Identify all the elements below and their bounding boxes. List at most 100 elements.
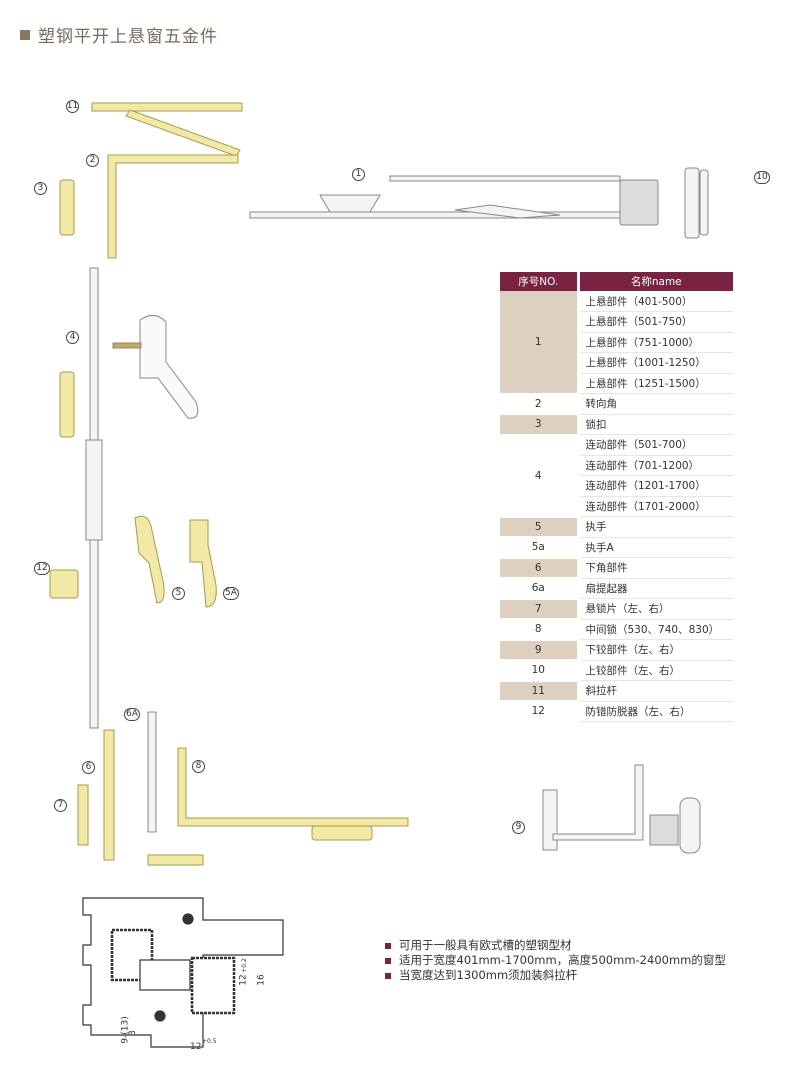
callout-2: 2 bbox=[86, 154, 99, 167]
part-name: 上悬部件（1251-1500） bbox=[578, 373, 733, 394]
part-name: 连动部件（701-1200） bbox=[578, 455, 733, 476]
top-hung-part bbox=[389, 175, 621, 182]
part-number: 5 bbox=[500, 516, 580, 538]
part-number: 10 bbox=[500, 660, 580, 682]
table-row: 连动部件（1201-1700） bbox=[500, 475, 733, 497]
page-title: 塑钢平开上悬窗五金件 bbox=[20, 22, 218, 47]
part-name: 防错防脱器（左、右） bbox=[578, 701, 733, 722]
table-row: 连动部件（1701-2000） bbox=[500, 496, 733, 517]
window-handle bbox=[139, 315, 199, 419]
part-name: 上悬部件（401-500） bbox=[578, 291, 733, 312]
part-name: 扇提起器 bbox=[578, 578, 733, 599]
part-number: 8 bbox=[500, 619, 580, 641]
part-name: 下角部件 bbox=[578, 557, 733, 579]
callout-5a: 5A bbox=[223, 587, 239, 600]
part-number: 11 bbox=[500, 680, 580, 702]
part-name: 上悬部件（1001-1250） bbox=[578, 352, 733, 374]
part-number: 7 bbox=[500, 598, 580, 620]
part-name: 悬锁片（左、右） bbox=[578, 598, 733, 620]
callout-4: 4 bbox=[66, 331, 79, 344]
feature-list: 可用于一般具有欧式槽的塑钢型材 适用于宽度401mm-1700mm，高度500m… bbox=[385, 938, 726, 983]
top-hinge bbox=[684, 167, 700, 239]
dimension-3: 3 bbox=[127, 1030, 138, 1036]
dimension-16: 16 bbox=[256, 974, 267, 986]
part-name: 上悬部件（751-1000） bbox=[578, 332, 733, 353]
part-name: 下铰部件（左、右） bbox=[578, 639, 733, 661]
feature-item: 可用于一般具有欧式槽的塑钢型材 bbox=[385, 938, 726, 953]
part-name: 执手 bbox=[578, 516, 733, 538]
part-name: 锁扣 bbox=[578, 414, 733, 435]
bullet-icon bbox=[385, 957, 391, 964]
table-row: 连动部件（701-1200） bbox=[500, 455, 733, 476]
profile-cross-section bbox=[82, 897, 284, 1048]
title-square-icon bbox=[20, 29, 30, 40]
corner-drive bbox=[107, 154, 239, 259]
part-number: 12 bbox=[500, 701, 580, 723]
part-name: 连动部件（1701-2000） bbox=[578, 496, 733, 517]
part-number: 1 bbox=[500, 291, 580, 395]
part-number: 3 bbox=[500, 414, 580, 436]
bottom-corner bbox=[103, 729, 115, 861]
callout-6a: 6A bbox=[124, 708, 140, 721]
part-number: 4 bbox=[500, 434, 580, 518]
callout-3: 3 bbox=[34, 182, 47, 195]
diagonal-stay-rod bbox=[91, 102, 243, 112]
callout-12: 12 bbox=[34, 562, 50, 575]
sash-lifter bbox=[147, 711, 157, 833]
table-row: 上悬部件（751-1000） bbox=[500, 332, 733, 353]
handle-5 bbox=[134, 515, 165, 604]
part-name: 转向角 bbox=[578, 393, 733, 415]
middle-lock bbox=[177, 747, 409, 827]
callout-7: 7 bbox=[54, 799, 67, 812]
callout-11: 11 bbox=[66, 100, 79, 113]
part-number: 2 bbox=[500, 393, 580, 415]
dimension-12-bottom: 12 bbox=[190, 1042, 202, 1052]
hanging-lock-plate bbox=[77, 784, 89, 846]
callout-10: 10 bbox=[754, 171, 770, 184]
table-row: 上悬部件（501-750） bbox=[500, 311, 733, 333]
handle-5a bbox=[189, 519, 217, 608]
part-number: 5a bbox=[500, 537, 580, 559]
part-number: 6 bbox=[500, 557, 580, 579]
table-row: 上悬部件（1251-1500） bbox=[500, 373, 733, 394]
feature-item: 适用于宽度401mm-1700mm，高度500mm-2400mm的窗型 bbox=[385, 953, 726, 968]
part-name: 连动部件（1201-1700） bbox=[578, 475, 733, 497]
header-no: 序号NO. bbox=[500, 272, 580, 291]
dimension-tolerance-12: +0.2 bbox=[240, 958, 248, 973]
anti-misoperation bbox=[49, 569, 79, 599]
part-name: 上铰部件（左、右） bbox=[578, 660, 733, 681]
callout-5: 5 bbox=[172, 587, 185, 600]
callout-8: 8 bbox=[192, 760, 205, 773]
bullet-icon bbox=[385, 972, 391, 979]
bullet-icon bbox=[385, 942, 391, 949]
bottom-hinge bbox=[542, 789, 558, 851]
part-name: 斜拉杆 bbox=[578, 680, 733, 702]
dimension-12: 12 bbox=[238, 974, 249, 986]
part-name: 上悬部件（501-750） bbox=[578, 311, 733, 333]
callout-6: 6 bbox=[82, 761, 95, 774]
feature-item: 当宽度达到1300mm须加装斜拉杆 bbox=[385, 968, 726, 983]
callout-1: 1 bbox=[352, 168, 365, 181]
keeper bbox=[59, 179, 75, 236]
part-name: 执手A bbox=[578, 537, 733, 558]
dimension-tolerance: +0.5 bbox=[202, 1038, 217, 1045]
part-name: 连动部件（501-700） bbox=[578, 434, 733, 456]
callout-9: 9 bbox=[512, 821, 525, 834]
part-name: 中间锁（530、740、830） bbox=[578, 619, 733, 640]
